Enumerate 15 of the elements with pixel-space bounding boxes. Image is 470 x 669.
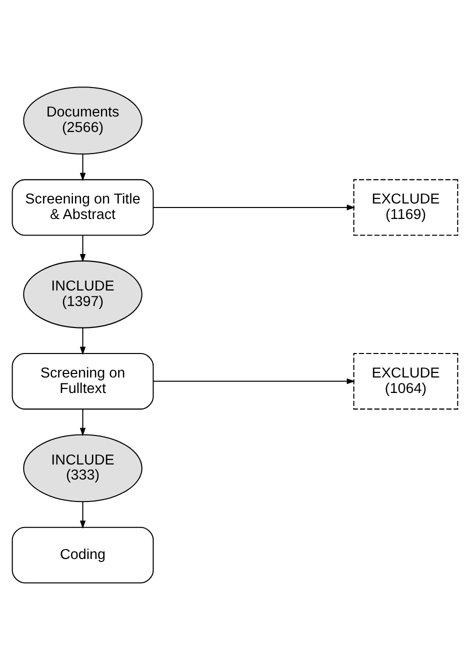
arrow	[80, 408, 86, 436]
node-ellipse: INCLUDE (1397)	[23, 260, 142, 328]
arrow	[153, 204, 356, 210]
arrow	[80, 154, 86, 181]
node-box: EXCLUDE (1064)	[353, 352, 458, 410]
arrow	[80, 501, 86, 528]
node-box: EXCLUDE (1169)	[353, 178, 458, 236]
node-box: Screening on Fulltext	[12, 352, 154, 410]
arrow	[80, 234, 86, 262]
arrow	[153, 378, 356, 384]
node-box: Coding	[12, 526, 154, 583]
arrow	[80, 327, 86, 354]
node-box: Screening on Title & Abstract	[12, 178, 154, 236]
node-ellipse: Documents (2566)	[23, 86, 142, 154]
node-ellipse: INCLUDE (333)	[23, 434, 142, 502]
